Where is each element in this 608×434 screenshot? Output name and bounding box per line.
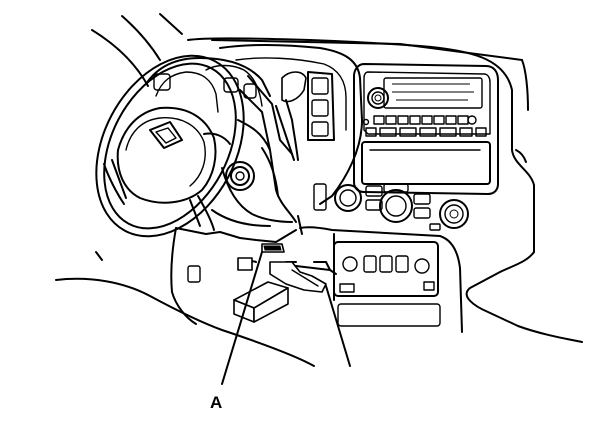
honda-logo-icon [149,121,183,149]
lower-switch-panel [333,241,441,327]
instrument-cluster [145,57,271,113]
kick-panel-block [233,261,327,323]
steering-column [221,71,307,223]
callout-leader [221,251,351,385]
ignition-switch [225,161,255,191]
climate-controls [313,183,469,231]
center-vents [307,71,335,141]
audio-unit [353,63,499,195]
steering-wheel [95,54,245,238]
right-dash-edge [515,59,529,163]
seat-outline [55,251,315,367]
callout-label-a: A [210,393,223,412]
dashboard-body [187,37,583,343]
lower-dash-panel [170,209,303,325]
